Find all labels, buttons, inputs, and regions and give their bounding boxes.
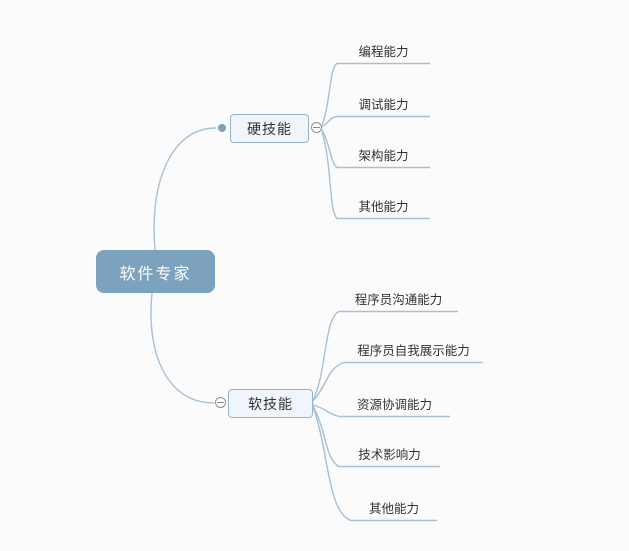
leaf-node-resource-coordination[interactable]: 资源协调能力 [356, 398, 432, 412]
edge-hard-child-2 [321, 129, 430, 169]
leaf-node-tech-influence[interactable]: 技术影响力 [358, 448, 421, 462]
leaf-node-other-soft[interactable]: 其他能力 [368, 502, 419, 516]
leaf-node-debugging[interactable]: 调试能力 [358, 98, 409, 112]
leaf-node-other-hard[interactable]: 其他能力 [358, 200, 409, 214]
edge-root-soft [150, 292, 215, 404]
edge-soft-child-2 [312, 404, 450, 418]
connection-dot-icon [218, 124, 226, 132]
edge-soft-child-3 [312, 405, 440, 468]
collapse-soft-icon[interactable] [215, 397, 226, 408]
edge-hard-child-1 [321, 115, 430, 128]
leaf-node-programming[interactable]: 编程能力 [358, 45, 409, 59]
edge-hard-child-0 [321, 62, 430, 126]
edge-soft-child-1 [312, 361, 483, 402]
minus-glyph [217, 401, 224, 404]
edge-soft-child-0 [312, 310, 458, 401]
leaf-node-architecture[interactable]: 架构能力 [358, 149, 409, 163]
collapse-hard-icon[interactable] [311, 122, 322, 133]
branch-node-hard-skills[interactable]: 硬技能 [230, 114, 309, 143]
leaf-node-self-presentation[interactable]: 程序员自我展示能力 [357, 344, 470, 358]
root-node[interactable]: 软件专家 [96, 250, 215, 293]
edge-hard-child-3 [321, 130, 430, 220]
minus-glyph [313, 126, 320, 129]
leaf-node-communication[interactable]: 程序员沟通能力 [354, 293, 443, 307]
branch-node-soft-skills[interactable]: 软技能 [228, 389, 313, 418]
edge-soft-child-4 [312, 406, 437, 522]
edge-root-hard [153, 127, 217, 251]
